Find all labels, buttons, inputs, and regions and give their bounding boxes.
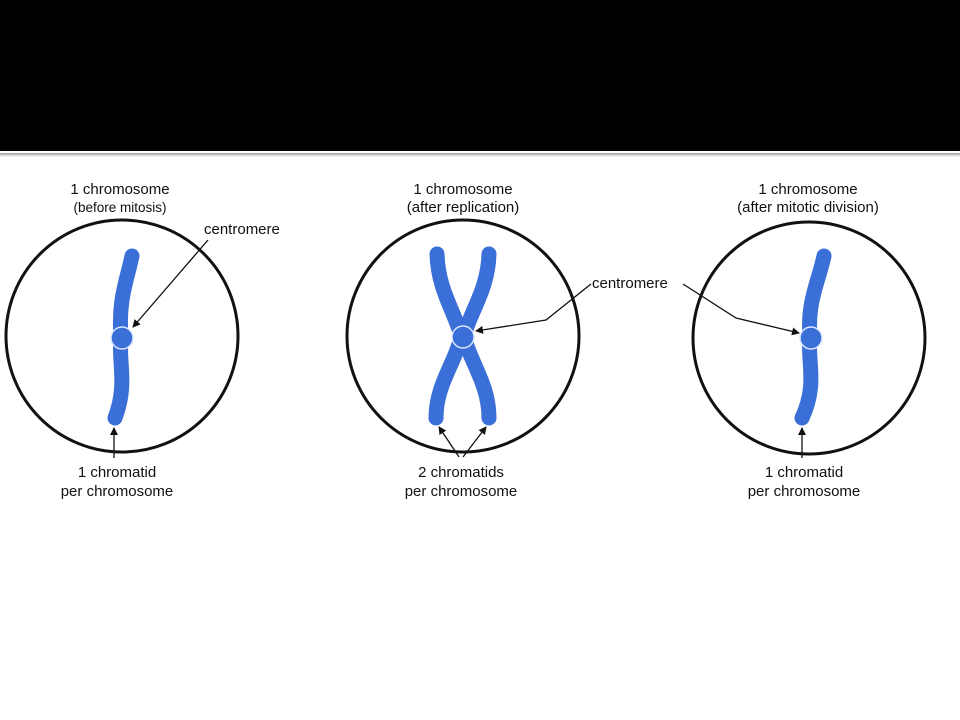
panel-before-mitosis: 1 chromosome (before mitosis) centromere… (4, 181, 280, 500)
centromere-arrow-2 (475, 283, 592, 334)
panel-2-title: 1 chromosome (413, 181, 512, 198)
centromere-label-1: centromere (204, 221, 280, 238)
centromere-2 (451, 325, 475, 349)
slide-title-bar (0, 0, 960, 151)
panel-2-subtitle: (after replication) (407, 199, 520, 216)
chromatid-label-3a: 1 chromatid (765, 464, 843, 481)
cell-circle-3 (691, 220, 927, 456)
chromatid-label-1a: 1 chromatid (78, 464, 156, 481)
chromatid-label-2b: per chromosome (405, 483, 518, 500)
panel-3-subtitle: (after mitotic division) (737, 199, 879, 216)
panel-3-title: 1 chromosome (758, 181, 857, 198)
chromatid-label-1b: per chromosome (61, 483, 174, 500)
chromatid-upper-3 (802, 248, 832, 344)
centromere-arrow-3 (682, 283, 800, 336)
panel-after-mitotic-division: 1 chromosome (after mitotic division) 1 … (682, 181, 927, 500)
chromatid-arrow-2a (438, 426, 460, 458)
chromatid-label-2a: 2 chromatids (418, 464, 504, 481)
centromere-3 (799, 326, 823, 350)
cell-circle-1 (4, 218, 240, 454)
centromere-1 (110, 326, 134, 350)
chromatid-arrow-2b (462, 426, 487, 458)
cell-circle-2 (345, 218, 581, 454)
chromatid-label-3b: per chromosome (748, 483, 861, 500)
title-divider (0, 151, 960, 157)
chromatid-upper-1 (112, 248, 140, 344)
centromere-arrow-1 (132, 239, 209, 328)
centromere-label-2: centromere (592, 275, 668, 292)
panel-1-title: 1 chromosome (70, 181, 169, 198)
panel-after-replication: 1 chromosome (after replication) centrom… (345, 181, 668, 500)
panel-1-subtitle: (before mitosis) (73, 200, 166, 215)
